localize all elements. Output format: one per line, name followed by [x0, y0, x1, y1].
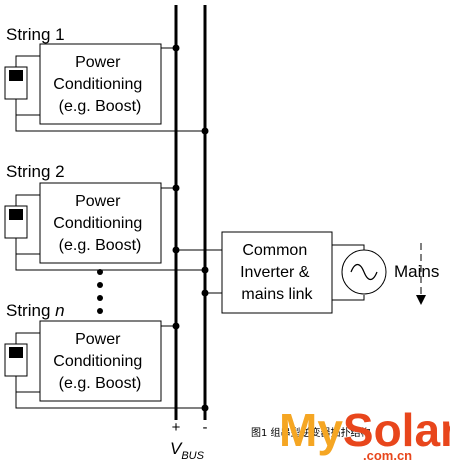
wire [15, 194, 40, 206]
wire [15, 332, 40, 344]
wire [332, 295, 365, 301]
junction-dot [201, 289, 209, 297]
string-2-label: String 2 [6, 162, 65, 181]
vbus-label: VBUS [170, 439, 205, 462]
wire [15, 55, 40, 67]
wire [15, 238, 40, 255]
wire [332, 244, 365, 250]
power-conditioning-label-n: Power Conditioning (e.g. Boost) [53, 331, 146, 392]
minus-link-n [15, 392, 205, 409]
pv-panel-icon [4, 205, 28, 239]
minus-link-2 [15, 254, 205, 271]
arrow-down-icon [416, 295, 426, 305]
string-n-label: String n [6, 301, 65, 320]
wire [15, 376, 40, 393]
ellipsis-dots [97, 269, 103, 314]
power-conditioning-label-1: Power Conditioning (e.g. Boost) [53, 54, 146, 115]
watermark-domain: .com.cn [363, 448, 412, 463]
minus-link-1 [15, 115, 205, 132]
watermark-logo: MySolar [279, 404, 450, 456]
figure-caption: 图1 组串型逆变器拓扑结构 [251, 426, 371, 439]
power-conditioning-block-1 [39, 43, 162, 125]
common-inverter-label: Common Inverter & mains link [240, 242, 314, 303]
pv-panel-icon [4, 343, 28, 377]
power-conditioning-label-2: Power Conditioning (e.g. Boost) [53, 193, 146, 254]
bus-minus-label: - [203, 419, 208, 436]
wire [15, 99, 40, 116]
string-1-label: String 1 [6, 25, 65, 44]
common-inverter-block [221, 231, 333, 314]
junction-dot [172, 246, 180, 254]
power-conditioning-block-n [39, 320, 162, 402]
power-conditioning-block-2 [39, 182, 162, 264]
mains-label: Mains [394, 262, 439, 281]
ac-source-icon [341, 249, 387, 295]
pv-panel-icon [4, 66, 28, 100]
bus-plus-label: + [172, 419, 181, 436]
